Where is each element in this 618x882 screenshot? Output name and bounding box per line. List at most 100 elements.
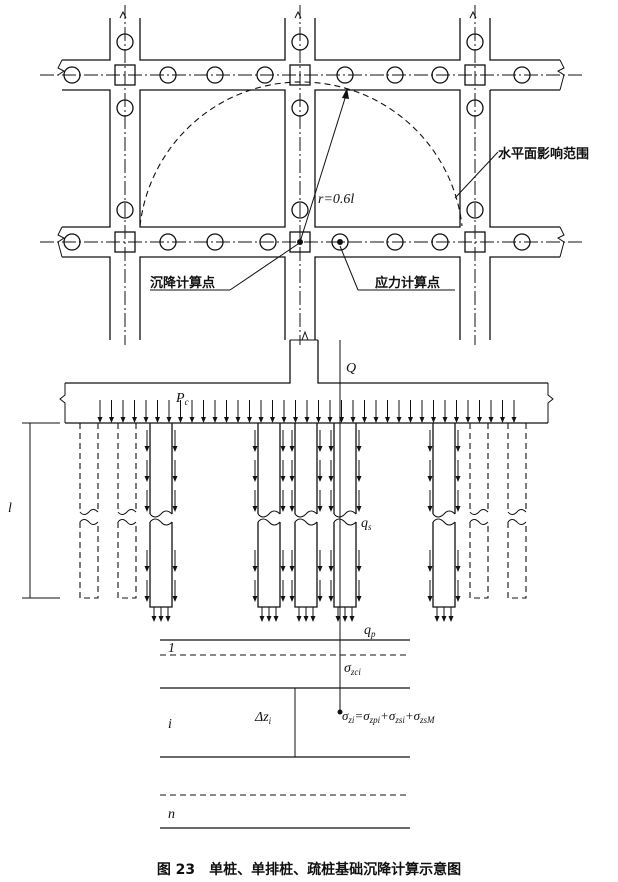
plan-view: r=0.6l 水平面影响范围 沉降计算点 应力计算点 — [40, 5, 589, 345]
layer-i-label: i — [168, 717, 172, 732]
cap-pressure-label: Pc — [175, 391, 189, 407]
arrowhead — [280, 476, 286, 482]
pile-circle — [116, 201, 134, 219]
arrowhead — [349, 616, 355, 622]
arrowhead — [441, 616, 447, 622]
arrowhead — [455, 596, 461, 602]
arrowhead — [151, 616, 157, 622]
arrowhead — [289, 476, 295, 482]
arrowhead — [419, 417, 425, 423]
arrowhead — [317, 596, 323, 602]
arrowhead — [455, 446, 461, 452]
arrowhead — [280, 506, 286, 512]
arrowhead — [356, 596, 362, 602]
pile-circle — [159, 233, 177, 251]
dashed-pile — [507, 423, 527, 599]
arrowhead — [252, 506, 258, 512]
arrowhead — [431, 417, 436, 423]
arrowhead — [339, 417, 344, 423]
pile-length-label: l — [8, 501, 12, 516]
arrowhead — [252, 596, 258, 602]
arrowhead — [408, 417, 413, 423]
grid-axes — [40, 5, 585, 345]
figure-caption: 图 23 单桩、单排桩、疏桩基础沉降计算示意图 — [157, 861, 461, 878]
column-square — [289, 231, 311, 253]
pile-break — [432, 510, 456, 526]
arrowhead — [477, 417, 482, 423]
arrowhead — [385, 417, 390, 423]
pile-circle — [291, 33, 309, 51]
layer-1-label: 1 — [168, 641, 175, 656]
arrowhead — [158, 616, 164, 622]
pile-break — [469, 509, 489, 525]
arrowhead — [289, 506, 295, 512]
pile-break — [333, 510, 357, 526]
arrowhead — [356, 476, 362, 482]
pile-circle — [431, 233, 449, 251]
influence-arc — [139, 81, 463, 227]
arrowhead — [252, 446, 258, 452]
solid-pile — [257, 423, 281, 608]
solid-pile — [432, 423, 456, 608]
arrowhead — [335, 616, 341, 622]
arrowhead — [172, 446, 178, 452]
arrowhead — [356, 506, 362, 512]
arrowhead — [266, 616, 272, 622]
pile-circle — [513, 66, 531, 84]
arrowhead — [273, 616, 279, 622]
arrowhead — [328, 476, 334, 482]
arrowhead — [270, 417, 275, 423]
arrowhead — [252, 566, 258, 572]
arrowhead — [328, 566, 334, 572]
arrowhead — [178, 417, 183, 423]
arrowhead — [356, 446, 362, 452]
plan-piles — [63, 33, 531, 253]
column-square — [114, 64, 136, 86]
arrowhead — [455, 506, 461, 512]
stress-point — [337, 709, 343, 715]
pile-circle — [513, 233, 531, 251]
influence-leader — [454, 151, 499, 199]
pile-circle — [466, 99, 484, 117]
arrowhead — [454, 417, 459, 423]
arrowhead — [304, 417, 310, 423]
sigma-zci-label: σzci — [344, 661, 361, 677]
arrowhead — [97, 417, 103, 423]
arrowhead — [259, 616, 265, 622]
arrowhead — [293, 417, 298, 423]
arrowhead — [350, 417, 356, 423]
pile-circle — [466, 201, 484, 219]
arrowhead — [144, 446, 150, 452]
column-break — [290, 330, 318, 341]
arrowhead — [132, 417, 137, 423]
pile-break — [79, 509, 99, 525]
cap-pressure-arrows — [97, 400, 517, 423]
arrowhead — [488, 417, 494, 423]
column-square — [464, 64, 486, 86]
arrowhead — [317, 476, 323, 482]
pile-circle — [159, 66, 177, 84]
arrowhead — [289, 446, 295, 452]
influence-range-label: 水平面影响范围 — [498, 146, 589, 162]
pile-circle — [116, 99, 134, 117]
arrowhead — [500, 417, 505, 423]
arrowhead — [165, 616, 171, 622]
stress-pile-circle — [331, 233, 349, 251]
arrowhead — [465, 417, 471, 423]
stress-leader — [339, 245, 359, 291]
pile-circle — [116, 33, 134, 51]
dashed-pile — [79, 423, 99, 599]
pile-circle — [206, 233, 224, 251]
arrowhead — [166, 417, 172, 423]
arrowhead — [328, 506, 334, 512]
arrowhead — [328, 596, 334, 602]
arrowhead — [316, 417, 321, 423]
stress-point-marker — [337, 239, 343, 245]
pile-circle — [431, 66, 449, 84]
arrowhead — [172, 566, 178, 572]
pile-cap — [65, 340, 548, 424]
pile-break — [507, 509, 527, 525]
arrowhead — [172, 506, 178, 512]
arrowhead — [511, 417, 517, 423]
